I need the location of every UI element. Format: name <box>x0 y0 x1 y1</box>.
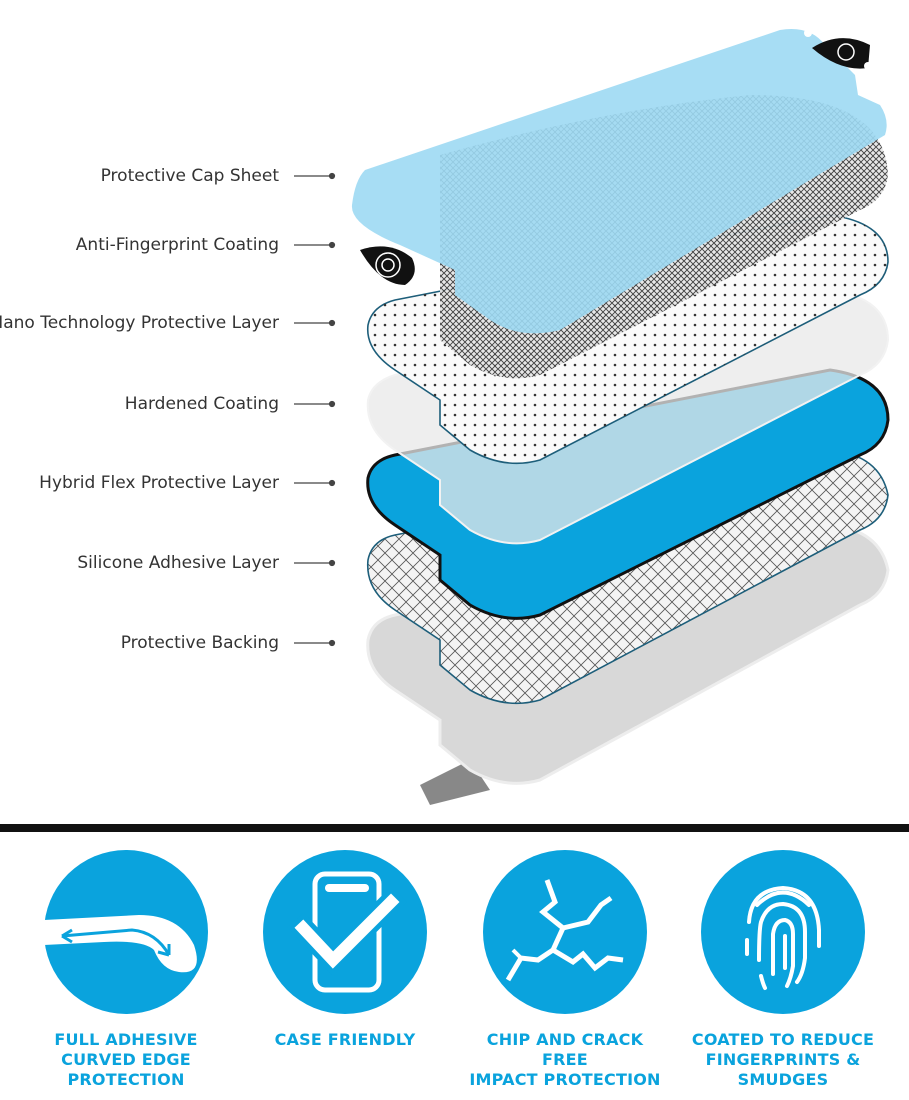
feature-circle <box>263 850 427 1014</box>
feature-caption: FULL ADHESIVE CURVED EDGE PROTECTION <box>26 1030 226 1090</box>
label-protective-cap-sheet: Protective Cap Sheet <box>101 166 279 186</box>
layer-stack-diagram <box>0 0 909 830</box>
feature-caption: CHIP AND CRACK FREE IMPACT PROTECTION <box>465 1030 665 1090</box>
curved-edge-arrow-icon <box>44 850 208 1014</box>
feature-circle <box>483 850 647 1014</box>
section-divider <box>0 824 909 832</box>
phone-check-icon <box>263 850 427 1014</box>
leader-lines <box>294 174 335 646</box>
label-protective-backing: Protective Backing <box>121 633 279 653</box>
label-hardened-coating: Hardened Coating <box>125 394 279 414</box>
cracked-glass-icon <box>483 850 647 1014</box>
label-nano-technology-layer: Nano Technology Protective Layer <box>0 313 279 333</box>
feature-circle <box>701 850 865 1014</box>
feature-circle <box>44 850 208 1014</box>
feature-caption: COATED TO REDUCE FINGERPRINTS & SMUDGES <box>683 1030 883 1090</box>
label-anti-fingerprint-coating: Anti-Fingerprint Coating <box>76 235 279 255</box>
label-silicone-adhesive-layer: Silicone Adhesive Layer <box>77 553 279 573</box>
label-hybrid-flex-layer: Hybrid Flex Protective Layer <box>39 473 279 493</box>
feature-caption: CASE FRIENDLY <box>245 1030 445 1050</box>
fingerprint-icon <box>701 850 865 1014</box>
